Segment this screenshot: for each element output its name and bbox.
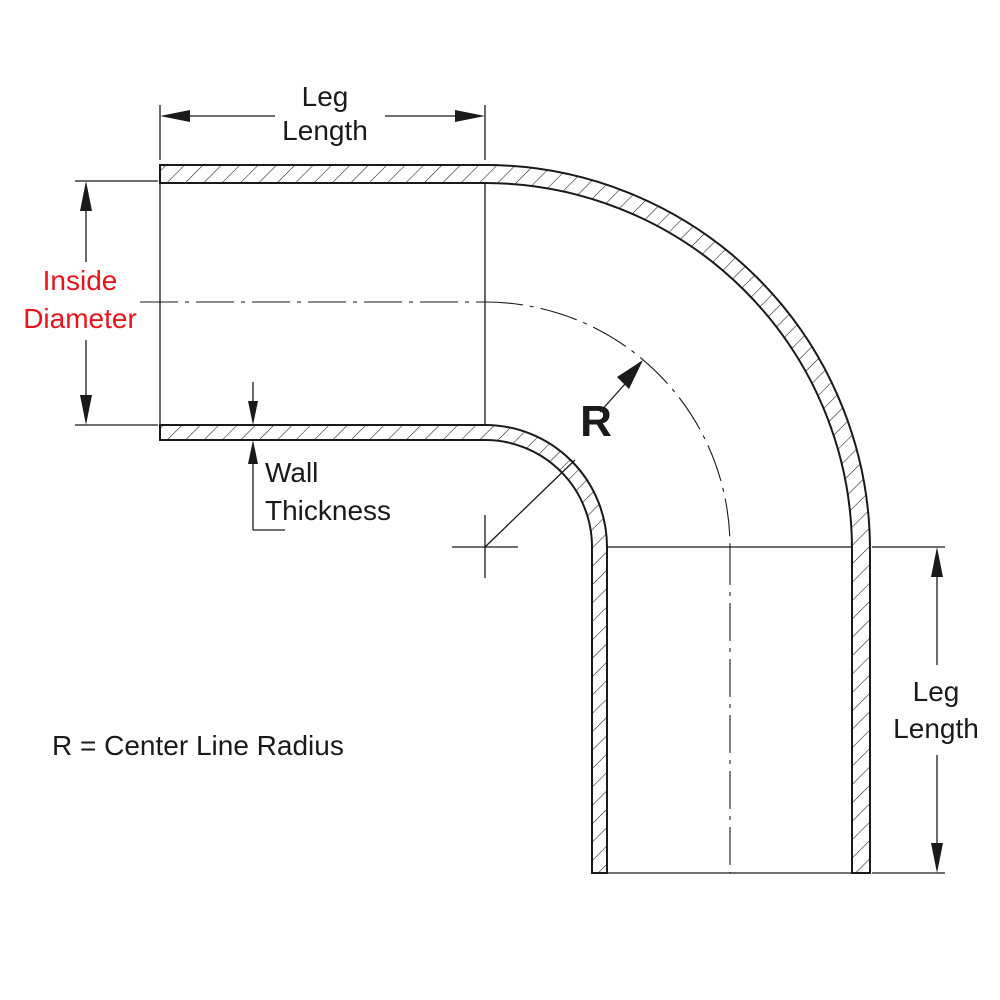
arrowhead <box>931 843 943 873</box>
arrowhead <box>455 110 485 122</box>
tube-outline <box>159 183 870 874</box>
arrowhead <box>160 110 190 122</box>
top-leg-length-dimension: Leg Length <box>159 81 486 160</box>
leg-length-top-line1: Leg <box>302 81 349 112</box>
inside-diameter-line1: Inside <box>43 265 118 296</box>
arrowhead <box>617 360 643 389</box>
leg-length-right-line2: Length <box>893 713 979 744</box>
arrowhead <box>80 395 92 425</box>
wall-thickness-line2: Thickness <box>265 495 391 526</box>
wall-thickness-line1: Wall <box>265 457 318 488</box>
arrowhead <box>248 401 258 425</box>
arrowhead <box>248 440 258 464</box>
center-line <box>140 301 731 873</box>
arrowhead <box>80 181 92 211</box>
wall-thickness-dimension: Wall Thickness <box>248 382 391 531</box>
inside-diameter-line2: Diameter <box>23 303 137 334</box>
arrowhead <box>931 547 943 577</box>
inner-wall <box>159 424 608 874</box>
inside-diameter-dimension: Inside Diameter <box>23 180 158 426</box>
radius-dimension: R <box>452 360 643 578</box>
radius-symbol: R <box>580 397 612 446</box>
radius-legend: R = Center Line Radius <box>52 730 344 761</box>
right-leg-length-dimension: Leg Length <box>872 546 979 874</box>
leg-length-top-line2: Length <box>282 115 368 146</box>
leg-length-right-line1: Leg <box>913 676 960 707</box>
